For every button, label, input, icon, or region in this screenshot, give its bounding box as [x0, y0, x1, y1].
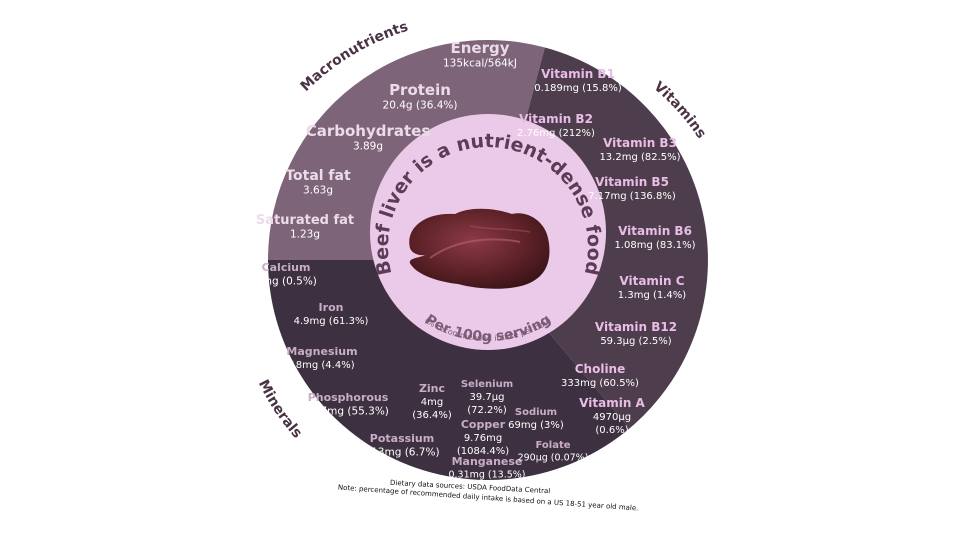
manganese-value: 0.31mg (13.5%)	[448, 470, 525, 481]
saturated-fat-value: 1.23g	[290, 229, 320, 241]
potassium-label: Potassium	[370, 432, 434, 445]
vitamin-b5-label: Vitamin B5	[595, 175, 669, 189]
vitamin-b6-label: Vitamin B6	[618, 224, 692, 238]
phosphorous-label: Phosphorous	[308, 391, 389, 404]
phosphorous-value: 387mg (55.3%)	[307, 406, 389, 418]
carbohydrates-label: Carbohydrates	[306, 122, 431, 140]
sodium-value: 69mg (3%)	[508, 420, 564, 431]
iron-value: 4.9mg (61.3%)	[294, 316, 369, 327]
vitamin-a-value-percent: (0.6%)	[595, 425, 628, 436]
zinc-value-percent: (36.4%)	[412, 410, 452, 421]
vitamin-b2-value: 2.76mg (212%)	[517, 128, 595, 139]
folate-value: 290µg (0.07%)	[518, 453, 589, 464]
choline-label: Choline	[575, 362, 626, 376]
choline-value: 333mg (60.5%)	[561, 378, 639, 389]
copper-value-percent: (1084.4%)	[457, 446, 509, 457]
vitamin-b3-value: 13.2mg (82.5%)	[599, 152, 680, 163]
total-fat-value: 3.63g	[303, 185, 333, 197]
total-fat-label: Total fat	[285, 168, 351, 184]
magnesium-label: Magnesium	[286, 345, 357, 358]
selenium-value: 39.7µg	[470, 392, 505, 403]
vitamin-b6-value: 1.08mg (83.1%)	[614, 240, 695, 251]
vitamin-a-label: Vitamin A	[579, 396, 645, 410]
vitamin-c-label: Vitamin C	[619, 274, 684, 288]
sodium-label: Sodium	[515, 407, 557, 418]
protein-label: Protein	[389, 81, 451, 99]
manganese-label: Manganese	[452, 455, 523, 468]
copper-value: 9.76mg	[464, 433, 502, 444]
zinc-value: 4mg	[421, 397, 443, 408]
protein-value: 20.4g (36.4%)	[383, 100, 458, 112]
vitamin-b1-value: 0.189mg (15.8%)	[534, 83, 622, 94]
carbohydrates-value: 3.89g	[353, 141, 383, 153]
vitamin-b1-label: Vitamin B1	[541, 67, 615, 81]
vitamin-b12-value: 59.3µg (2.5%)	[600, 336, 671, 347]
calcium-label: Calcium	[262, 261, 311, 274]
vitamin-b12-label: Vitamin B12	[595, 320, 677, 334]
saturated-fat-label: Saturated fat	[256, 213, 354, 228]
copper-label: Copper	[461, 418, 506, 431]
zinc-label: Zinc	[419, 382, 445, 395]
folate-label: Folate	[535, 440, 570, 451]
vitamin-b2-label: Vitamin B2	[519, 112, 593, 126]
selenium-label: Selenium	[461, 379, 513, 390]
magnesium-value: 18mg (4.4%)	[289, 360, 354, 371]
potassium-value: 313mg (6.7%)	[364, 447, 439, 459]
minerals-sector	[268, 260, 630, 480]
vitamin-b3-label: Vitamin B3	[603, 136, 677, 150]
beef-liver-image	[409, 208, 550, 289]
selenium-value-percent: (72.2%)	[467, 405, 507, 416]
iron-label: Iron	[319, 301, 344, 314]
vitamin-a-value: 4970µg	[593, 412, 631, 423]
energy-value: 135kcal/564kJ	[443, 58, 517, 70]
calcium-value: 5mg (0.5%)	[255, 276, 317, 288]
energy-label: Energy	[450, 39, 509, 57]
vitamin-c-value: 1.3mg (1.4%)	[618, 290, 686, 301]
vitamin-b5-value: 7.17mg (136.8%)	[588, 191, 676, 202]
